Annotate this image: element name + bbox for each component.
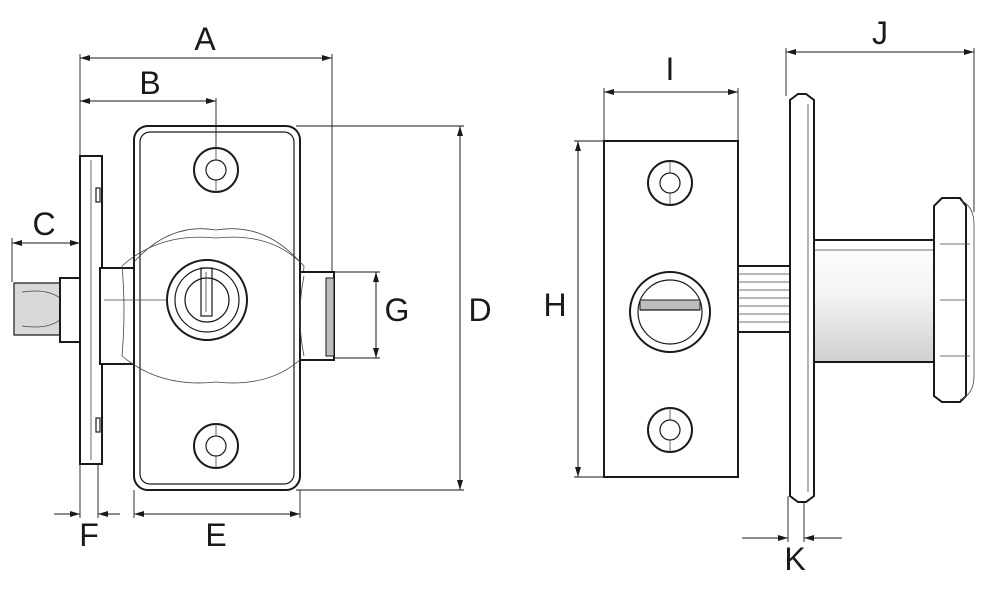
- label-e: E: [205, 517, 226, 553]
- side-bolt: [299, 271, 335, 361]
- key-cylinder: [104, 259, 248, 341]
- front-view: [13, 125, 335, 491]
- label-d: D: [468, 292, 491, 328]
- body-boss: [99, 267, 137, 365]
- mounting-plate: [79, 155, 103, 465]
- screw-hole-top-side: [647, 160, 693, 206]
- dimension-labels: A B C D E F G H I J K: [32, 15, 888, 577]
- label-f: F: [79, 517, 99, 553]
- side-view: [603, 93, 975, 503]
- screw-hole-bottom-side: [647, 407, 693, 453]
- bolt: [13, 277, 81, 343]
- dimension-lines: [11, 48, 975, 542]
- label-g: G: [385, 292, 410, 328]
- screw-hole-top: [193, 147, 239, 193]
- latch-opening: [629, 271, 711, 353]
- label-b: B: [139, 65, 160, 101]
- knob-shaft: [813, 239, 941, 363]
- label-c: C: [32, 206, 55, 242]
- screw-hole-bottom: [193, 423, 239, 469]
- backplate: [789, 93, 815, 503]
- spline-shaft: [737, 265, 791, 333]
- knob-head: [933, 197, 975, 403]
- label-k: K: [784, 541, 805, 577]
- label-j: J: [872, 15, 888, 51]
- label-i: I: [666, 51, 675, 87]
- label-a: A: [194, 21, 216, 57]
- label-h: H: [543, 287, 566, 323]
